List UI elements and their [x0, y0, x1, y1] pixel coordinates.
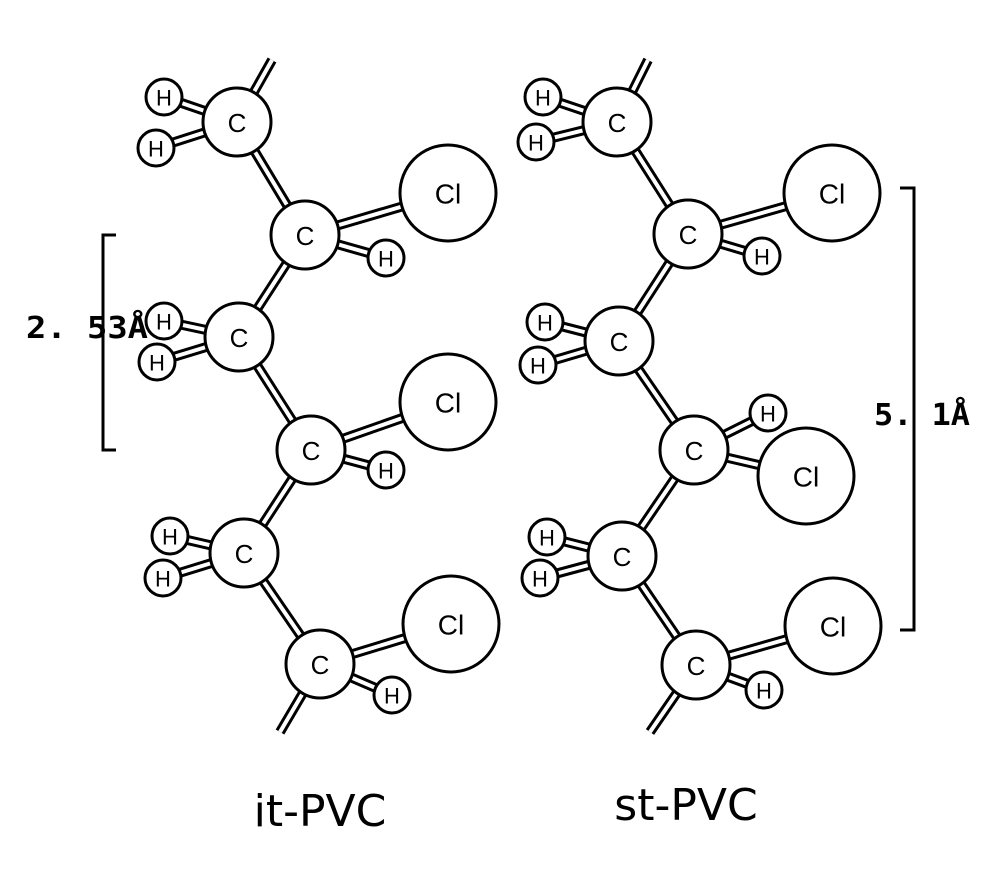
it-pvc-hydrogen-atom: H	[144, 77, 184, 117]
svg-text:Cl: Cl	[435, 388, 461, 419]
svg-text:H: H	[384, 684, 400, 709]
it-pvc-hydrogen-atom: H	[143, 558, 183, 598]
st-pvc-hydrogen-atom: H	[742, 236, 782, 276]
svg-text:C: C	[230, 323, 249, 353]
st-pvc-chlorine-atom: Cl	[756, 426, 856, 526]
svg-text:H: H	[539, 526, 555, 551]
it-pvc-carbon-atom: C	[203, 301, 275, 373]
svg-text:C: C	[679, 220, 698, 250]
st-pvc-hydrogen-atom: H	[516, 122, 556, 162]
measure-it-label: 2. 53Å	[26, 309, 148, 346]
it-pvc-carbon-atom: C	[269, 199, 341, 271]
it-pvc-chlorine-atom: Cl	[398, 143, 498, 243]
svg-text:H: H	[532, 567, 548, 592]
svg-text:C: C	[608, 108, 627, 138]
it-pvc-hydrogen-atom: H	[366, 238, 406, 278]
st-pvc-carbon-atom: C	[660, 629, 732, 701]
st-pvc-carbon-atom: C	[581, 86, 653, 158]
svg-text:C: C	[302, 436, 321, 466]
measure-it-bracket	[101, 233, 116, 452]
st-pvc-hydrogen-atom: H	[520, 558, 560, 598]
svg-text:Cl: Cl	[820, 612, 846, 643]
svg-text:H: H	[155, 567, 171, 592]
measure-st-label: 5. 1Å	[874, 396, 970, 433]
st-pvc-carbon-atom: C	[652, 198, 724, 270]
st-pvc-chlorine-atom: Cl	[782, 143, 882, 243]
svg-text:H: H	[530, 354, 546, 379]
svg-text:C: C	[228, 108, 247, 138]
svg-text:C: C	[235, 539, 254, 569]
it-pvc-hydrogen-atom: H	[136, 128, 176, 168]
st-pvc-hydrogen-atom: H	[518, 345, 558, 385]
st-pvc-carbon-atom: C	[583, 305, 655, 377]
st-pvc-chlorine-atom: Cl	[783, 576, 883, 676]
svg-text:H: H	[156, 86, 172, 111]
it-pvc-hydrogen-atom: H	[144, 301, 184, 341]
atoms-layer: ClClClCHHCHHCHHCHCHCHClClClCHHCHHCHHCHCH…	[136, 77, 883, 715]
it-pvc-hydrogen-atom: H	[150, 516, 190, 556]
st-pvc-carbon-atom: C	[658, 414, 730, 486]
it-pvc-carbon-atom: C	[284, 628, 356, 700]
svg-text:C: C	[685, 436, 704, 466]
it-pvc-chlorine-atom: Cl	[401, 574, 501, 674]
svg-text:C: C	[613, 542, 632, 572]
svg-text:Cl: Cl	[438, 610, 464, 641]
it-pvc-carbon-atom: C	[208, 517, 280, 589]
st-pvc-hydrogen-atom: H	[527, 517, 567, 557]
it-pvc-chlorine-atom: Cl	[398, 352, 498, 452]
svg-text:H: H	[148, 137, 164, 162]
caption-st-pvc: st-PVC	[614, 780, 757, 831]
measure-st-bracket	[900, 186, 916, 632]
svg-text:C: C	[610, 327, 629, 357]
svg-text:H: H	[378, 459, 394, 484]
svg-text:H: H	[149, 351, 165, 376]
it-pvc-carbon-atom: C	[275, 414, 347, 486]
svg-text:H: H	[535, 86, 551, 111]
st-pvc-hydrogen-atom: H	[525, 302, 565, 342]
svg-text:H: H	[528, 131, 544, 156]
it-pvc-hydrogen-atom: H	[366, 450, 406, 490]
svg-text:Cl: Cl	[793, 462, 819, 493]
st-pvc-carbon-atom: C	[586, 520, 658, 592]
it-pvc-hydrogen-atom: H	[372, 675, 412, 715]
svg-text:C: C	[296, 221, 315, 251]
svg-text:H: H	[162, 525, 178, 550]
svg-text:Cl: Cl	[435, 179, 461, 210]
svg-text:H: H	[756, 679, 772, 704]
svg-text:H: H	[754, 245, 770, 270]
svg-text:H: H	[378, 247, 394, 272]
st-pvc-hydrogen-atom: H	[748, 393, 788, 433]
svg-text:H: H	[760, 402, 776, 427]
svg-text:C: C	[311, 650, 330, 680]
svg-text:H: H	[537, 311, 553, 336]
svg-text:H: H	[156, 310, 172, 335]
svg-text:Cl: Cl	[819, 179, 845, 210]
svg-text:C: C	[687, 651, 706, 681]
it-pvc-carbon-atom: C	[201, 86, 273, 158]
caption-it-pvc: it-PVC	[254, 786, 387, 837]
it-pvc-hydrogen-atom: H	[137, 342, 177, 382]
st-pvc-hydrogen-atom: H	[523, 77, 563, 117]
st-pvc-hydrogen-atom: H	[744, 670, 784, 710]
